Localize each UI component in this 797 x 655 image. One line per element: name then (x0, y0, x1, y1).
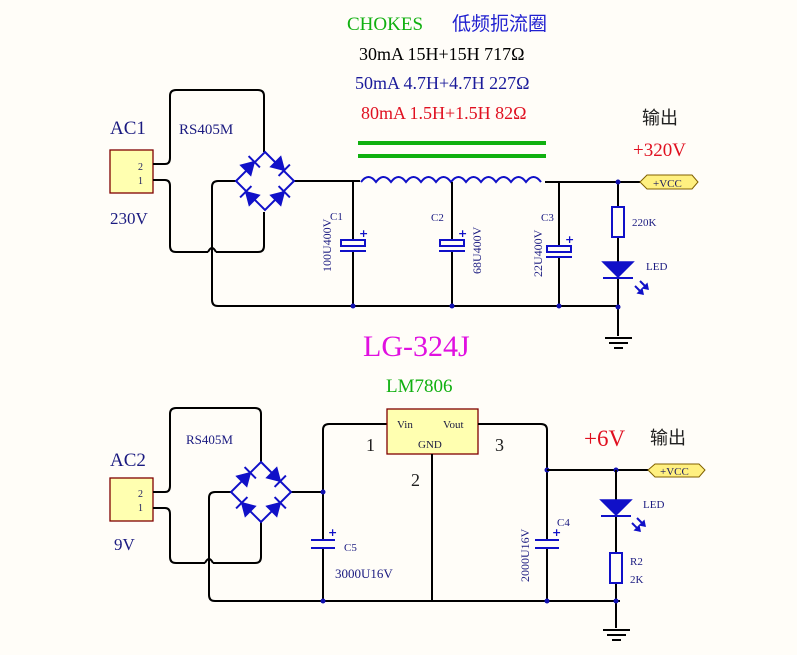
led-bottom (599, 499, 646, 532)
c1-ref: C1 (330, 211, 343, 223)
wire-ac2-pin2 (153, 407, 262, 493)
ac1-connector (109, 149, 154, 194)
vcc-label-bottom: +VCC (660, 466, 689, 478)
c3-ref: C3 (541, 212, 554, 224)
ground-icon (605, 337, 632, 349)
choke-spec-30ma: 30mA 15H+15H 717Ω (359, 44, 525, 64)
svg-text:+: + (359, 227, 368, 240)
wire-ac1-pin1-a (153, 179, 208, 253)
c5-value: 3000U16V (335, 566, 393, 581)
choke-spec-50ma: 50mA 4.7H+4.7H 227Ω (355, 73, 530, 93)
output-label-bottom-cn: 输出 (650, 428, 686, 449)
wire-ac2-pin1-a (153, 507, 205, 564)
capacitor-c4: + (535, 526, 561, 549)
capacitor-c1: + (340, 227, 368, 252)
c4-value: 2000U16V (518, 528, 532, 582)
top-circuit: + + + (109, 89, 699, 349)
ac2-connector (109, 477, 154, 522)
led-label-bottom: LED (643, 499, 664, 511)
regulator-gnd: GND (418, 439, 442, 451)
svg-text:+: + (458, 227, 467, 240)
resistor-r2 (609, 552, 623, 584)
resistor-220k-value: 220K (632, 217, 657, 229)
bridge-label-bottom: RS405M (186, 432, 233, 447)
regulator-vout: Vout (443, 419, 464, 431)
ac1-voltage: 230V (110, 209, 149, 228)
bridge-rectifier-bottom (229, 460, 293, 524)
choke-inductor (358, 141, 546, 184)
capacitor-c2: + (439, 227, 467, 252)
wire-vout (478, 423, 548, 601)
bridge-label-top: RS405M (179, 122, 233, 138)
svg-text:+: + (565, 233, 574, 246)
wire-ac1-pin1-b (216, 212, 265, 253)
ac2-label: AC2 (110, 450, 146, 471)
bridge-rectifier-top (234, 150, 296, 212)
model-label: LG-324J (363, 330, 470, 363)
chokes-title-cn: 低频扼流圈 (452, 13, 547, 35)
c5-ref: C5 (344, 542, 357, 554)
net-label-vcc-bottom (647, 463, 706, 478)
regulator-name: LM7806 (386, 376, 453, 397)
svg-text:+: + (552, 526, 561, 539)
vcc-label-top: +VCC (653, 178, 682, 190)
led-top (601, 261, 649, 295)
resistor-220k (611, 206, 625, 238)
ac2-voltage: 9V (114, 535, 136, 554)
c2-ref: C2 (431, 212, 444, 224)
net-label-vcc-top (639, 174, 699, 190)
c1-value: 100U400V (320, 218, 334, 272)
ac1-pin2: 2 (138, 162, 143, 173)
led-label-top: LED (646, 261, 667, 273)
c3-value: 22U400V (531, 229, 545, 277)
ground-icon-bottom (603, 629, 630, 641)
wire-ac1-pin2 (153, 89, 265, 165)
r2-ref: R2 (630, 556, 643, 568)
chokes-title: CHOKES (347, 14, 423, 35)
bottom-circuit: + + (109, 407, 706, 641)
ac2-pin2: 2 (138, 489, 143, 500)
output-voltage-bottom: +6V (584, 426, 625, 451)
ac1-label: AC1 (110, 118, 146, 139)
output-voltage-top: +320V (633, 140, 686, 161)
regulator-pin3: 3 (495, 435, 504, 455)
c2-value: 68U400V (470, 226, 484, 274)
regulator-lm7806 (386, 408, 479, 455)
wire-ground-bottom (208, 491, 620, 602)
ac1-pin1: 1 (138, 176, 143, 187)
output-label-top-cn: 输出 (642, 108, 678, 129)
choke-spec-80ma: 80mA 1.5H+1.5H 82Ω (361, 103, 527, 123)
svg-text:+: + (328, 526, 337, 539)
wire-ground-top (211, 180, 620, 307)
ac2-pin1: 1 (138, 503, 143, 514)
c4-ref: C4 (557, 517, 570, 529)
regulator-pin2: 2 (411, 470, 420, 490)
capacitor-c5: + (311, 526, 337, 549)
regulator-pin1: 1 (366, 435, 375, 455)
regulator-vin: Vin (397, 419, 413, 431)
capacitor-c3: + (546, 233, 574, 258)
r2-value: 2K (630, 574, 644, 586)
wire-vin (322, 423, 387, 431)
